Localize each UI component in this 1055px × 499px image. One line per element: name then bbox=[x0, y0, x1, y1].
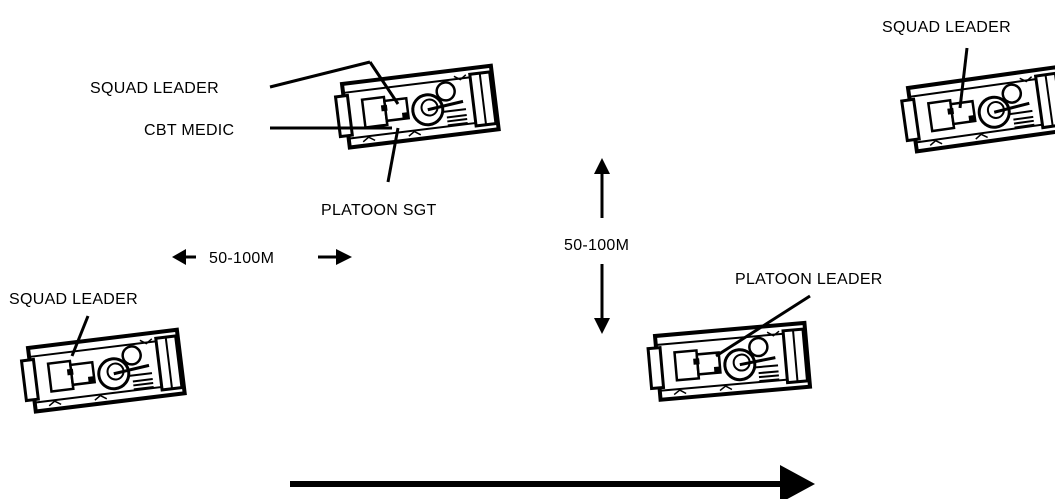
vertical-distance-indicator: 50-100M bbox=[564, 158, 629, 334]
vehicle-squad-leader-left bbox=[18, 327, 187, 415]
vehicle-squad-leader-right bbox=[898, 65, 1055, 155]
label-platoon-sgt: PLATOON SGT bbox=[321, 202, 437, 219]
vehicle-platoon-leader bbox=[645, 320, 813, 403]
label-squad-leader-left: SQUAD LEADER bbox=[9, 291, 138, 308]
label-squad-leader-top-left: SQUAD LEADER bbox=[90, 80, 219, 97]
label-horizontal-distance: 50-100M bbox=[209, 250, 274, 267]
leader-line-squad-leader-left bbox=[70, 315, 90, 357]
down-arrowhead-icon bbox=[594, 318, 610, 334]
vehicle-platoon-sgt bbox=[332, 63, 501, 151]
direction-of-movement-arrow-icon bbox=[290, 465, 815, 499]
label-vertical-distance: 50-100M bbox=[564, 237, 629, 254]
label-squad-leader-top-right: SQUAD LEADER bbox=[882, 19, 1011, 36]
label-cbt-medic: CBT MEDIC bbox=[144, 122, 234, 139]
right-arrowhead-icon bbox=[336, 249, 352, 265]
leader-line-platoon-sgt bbox=[386, 127, 400, 183]
horizontal-distance-indicator: 50-100M bbox=[172, 249, 352, 267]
leader-line-squad-leader-top-left-2 bbox=[368, 61, 400, 105]
up-arrowhead-icon bbox=[594, 158, 610, 174]
leader-line-squad-leader-top-left bbox=[269, 60, 371, 89]
left-arrowhead-icon bbox=[172, 249, 186, 265]
leader-line-platoon-leader bbox=[715, 294, 811, 358]
label-platoon-leader: PLATOON LEADER bbox=[735, 271, 883, 288]
leader-line-squad-leader-top-right bbox=[958, 47, 969, 109]
